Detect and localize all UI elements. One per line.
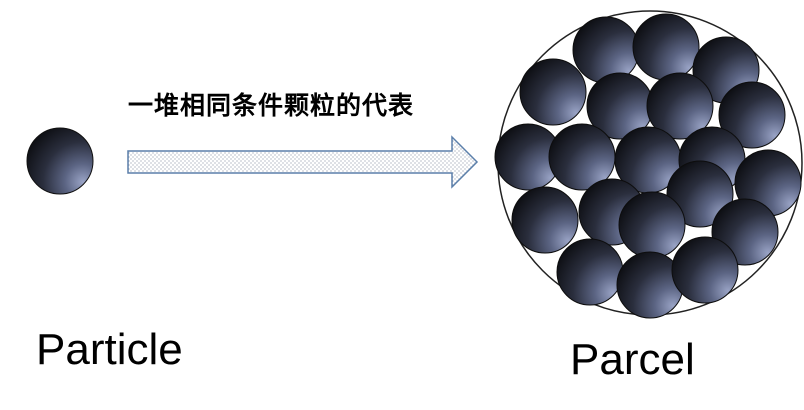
parcel-sphere [666,160,734,228]
arrow-shape [127,135,479,189]
parcel-sphere [618,191,686,259]
parcel-sphere [511,186,579,254]
particle-label: Particle [36,325,183,374]
parcel-sphere [572,16,640,84]
parcel-sphere [519,58,587,126]
parcel-sphere [671,236,739,304]
parcel-sphere [632,13,700,81]
parcel-spheres-group [494,13,802,319]
single-particle-sphere [26,127,94,195]
arrow-caption: 一堆相同条件颗粒的代表 [128,91,415,120]
parcel-label: Parcel [570,335,695,384]
parcel-sphere [556,238,624,306]
parcel-sphere [646,72,714,140]
parcel-sphere [718,81,786,149]
